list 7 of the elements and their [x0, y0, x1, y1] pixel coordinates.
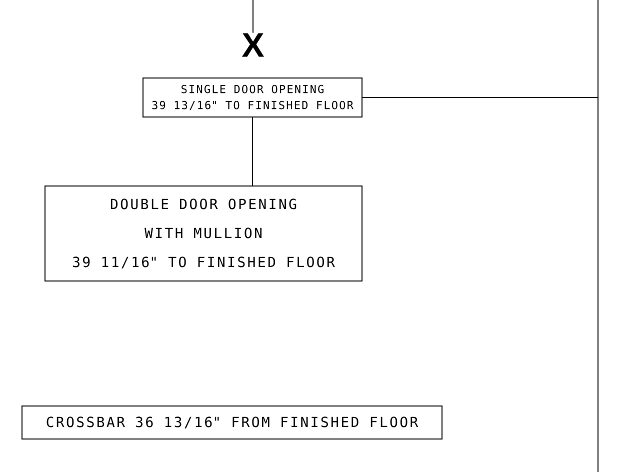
x-mark-label: X: [242, 33, 264, 57]
label-box: DOUBLE DOOR OPENING WITH MULLION 39 11/16" TO FINISHED FLOOR: [44, 186, 362, 282]
connector-line: [252, 0, 254, 34]
connector-line: [362, 97, 598, 98]
label-box: SINGLE DOOR OPENING 39 13/16" TO FINISHED FLOOR: [142, 78, 362, 118]
connector-line: [252, 117, 253, 186]
label-box: CROSSBAR 36 13/16" FROM FINISHED FLOOR: [22, 406, 442, 440]
